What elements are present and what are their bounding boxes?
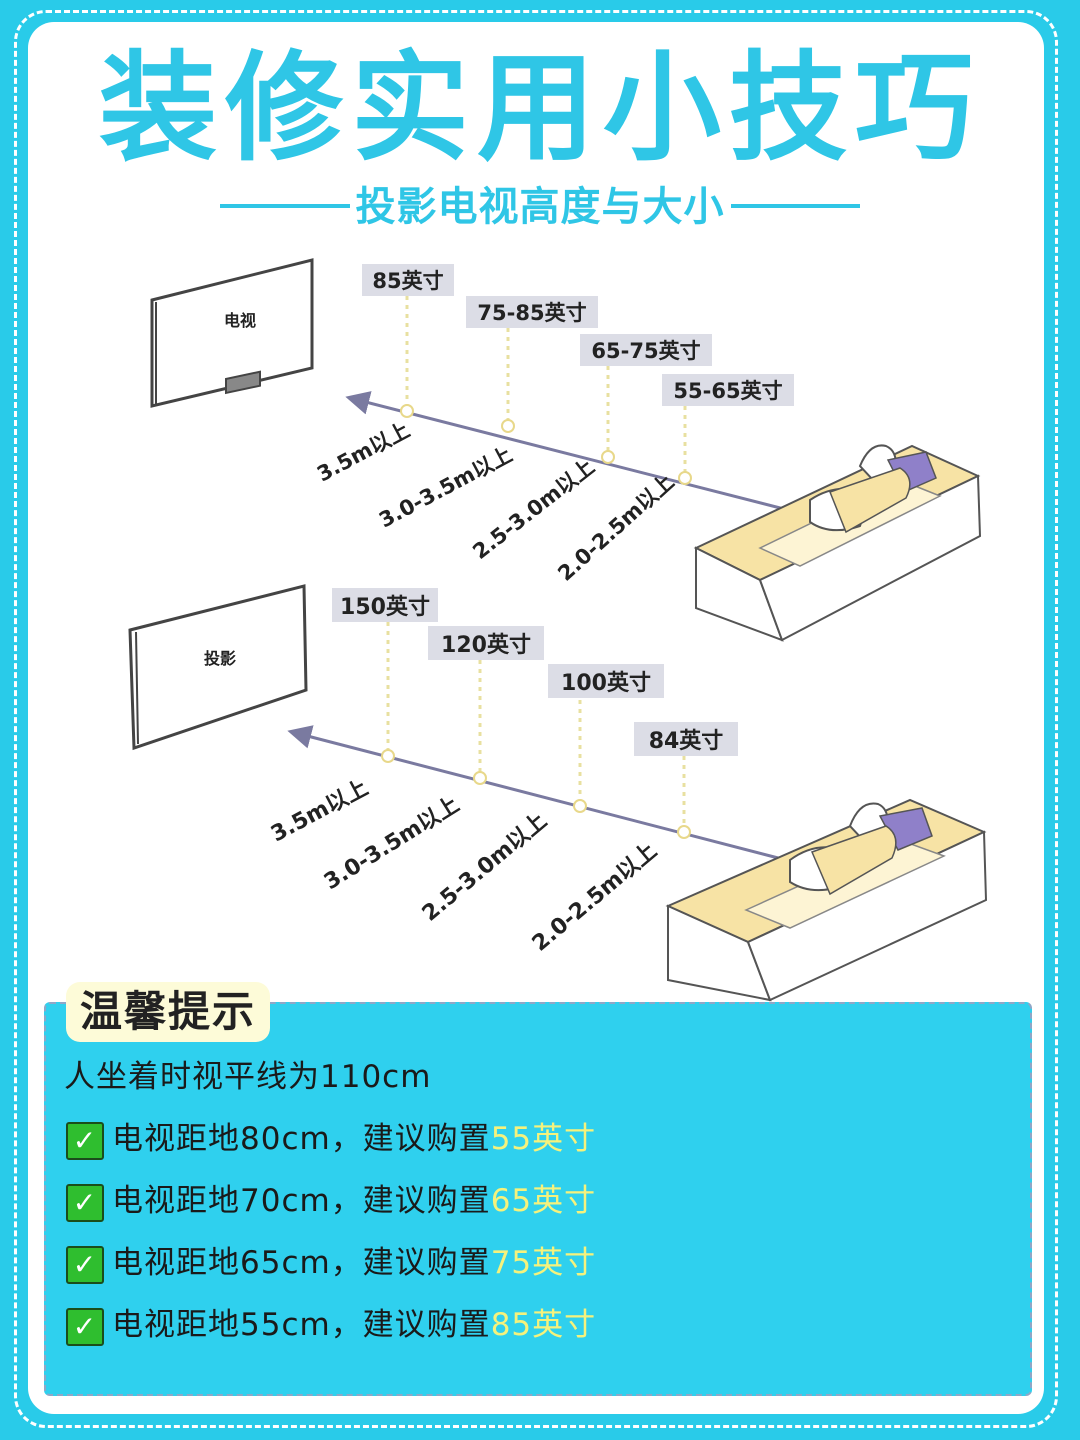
projector-screen (128, 584, 308, 751)
tv-screen (150, 258, 314, 408)
tv-marker-4 (678, 471, 692, 485)
tv-distance-line (345, 391, 789, 512)
tv-distance-label-2: 3.0-3.5m以上 (375, 442, 516, 532)
tv-screen-label: 电视 (224, 311, 256, 330)
tip-size: 65英寸 (490, 1183, 597, 1219)
tip-text: 电视距地55cm，建议购置 (112, 1307, 491, 1343)
check-mark-icon: ✓ (66, 1183, 104, 1222)
tv-marker-3 (601, 450, 615, 464)
dashed-border (14, 10, 1058, 1428)
projector-size-label-4: 84英寸 (649, 729, 724, 754)
tips-panel (44, 1002, 1032, 1396)
projector-distance-label-1: 3.5m以上 (267, 776, 372, 848)
tv-marker-2 (501, 419, 515, 433)
tip-row: ✓电视距地65cm，建议购置75英寸 (66, 1240, 596, 1286)
check-mark-icon: ✓ (66, 1121, 104, 1160)
projector-section: 投影 150英寸 120英寸 100英寸 84英寸 3.5m以上 3.0-3.5… (128, 584, 988, 1002)
tip-size: 55英寸 (490, 1121, 597, 1157)
tip-row: ✓电视距地55cm，建议购置85英寸 (66, 1302, 596, 1348)
projector-marker-3 (573, 799, 587, 813)
tv-size-label-1: 85英寸 (372, 269, 443, 293)
tv-distance-label-1: 3.5m以上 (313, 418, 414, 487)
projector-distance-line (287, 725, 787, 862)
projector-sofa-illustration (665, 798, 988, 1002)
tip-row: ✓电视距地70cm，建议购置65英寸 (66, 1178, 596, 1224)
tip-size: 85英寸 (490, 1307, 597, 1343)
tips-tag: 温馨提示 (66, 982, 270, 1042)
tv-size-box-2 (466, 296, 598, 328)
projector-size-box-4 (634, 722, 738, 756)
tv-size-box-4 (662, 374, 794, 406)
tv-size-label-2: 75-85英寸 (477, 301, 586, 325)
projector-size-label-1: 150英寸 (340, 595, 430, 620)
page-title: 装修实用小技巧 (98, 39, 981, 177)
tip-text: 电视距地80cm，建议购置 (112, 1121, 491, 1157)
projector-distance-label-4: 2.0-2.5m以上 (528, 838, 662, 956)
projector-marker-4 (677, 825, 691, 839)
tv-sofa-illustration (693, 444, 982, 642)
tip-text: 电视距地65cm，建议购置 (112, 1245, 491, 1281)
tv-marker-1 (400, 404, 414, 418)
tip-text: 电视距地70cm，建议购置 (112, 1183, 491, 1219)
tv-size-box-1 (362, 264, 454, 296)
tip-size: 75英寸 (490, 1245, 597, 1281)
projector-marker-1 (381, 749, 395, 763)
tv-size-label-3: 65-75英寸 (591, 339, 700, 363)
projector-size-box-1 (332, 588, 438, 622)
subtitle-banner: 投影电视高度与大小 (220, 180, 860, 234)
tip-row: ✓电视距地80cm，建议购置55英寸 (66, 1116, 596, 1162)
tv-stand (225, 370, 261, 395)
projector-screen-edge (135, 631, 139, 745)
projector-size-box-3 (548, 664, 664, 698)
tv-section: 电视 85英寸 75-85英寸 65-75英寸 55-65英寸 3.5m以上 3… (150, 258, 982, 642)
tips-intro: 人坐着时视平线为110cm (64, 1059, 432, 1095)
projector-size-label-3: 100英寸 (561, 671, 651, 696)
check-mark-icon: ✓ (66, 1245, 104, 1284)
subtitle: 投影电视高度与大小 (349, 184, 731, 230)
check-mark-icon: ✓ (66, 1307, 104, 1346)
tv-size-label-4: 55-65英寸 (673, 379, 782, 403)
tv-size-box-3 (580, 334, 712, 366)
projector-screen-label: 投影 (204, 649, 236, 668)
projector-size-box-2 (428, 626, 544, 660)
projector-size-label-2: 120英寸 (441, 633, 531, 658)
projector-marker-2 (473, 771, 487, 785)
